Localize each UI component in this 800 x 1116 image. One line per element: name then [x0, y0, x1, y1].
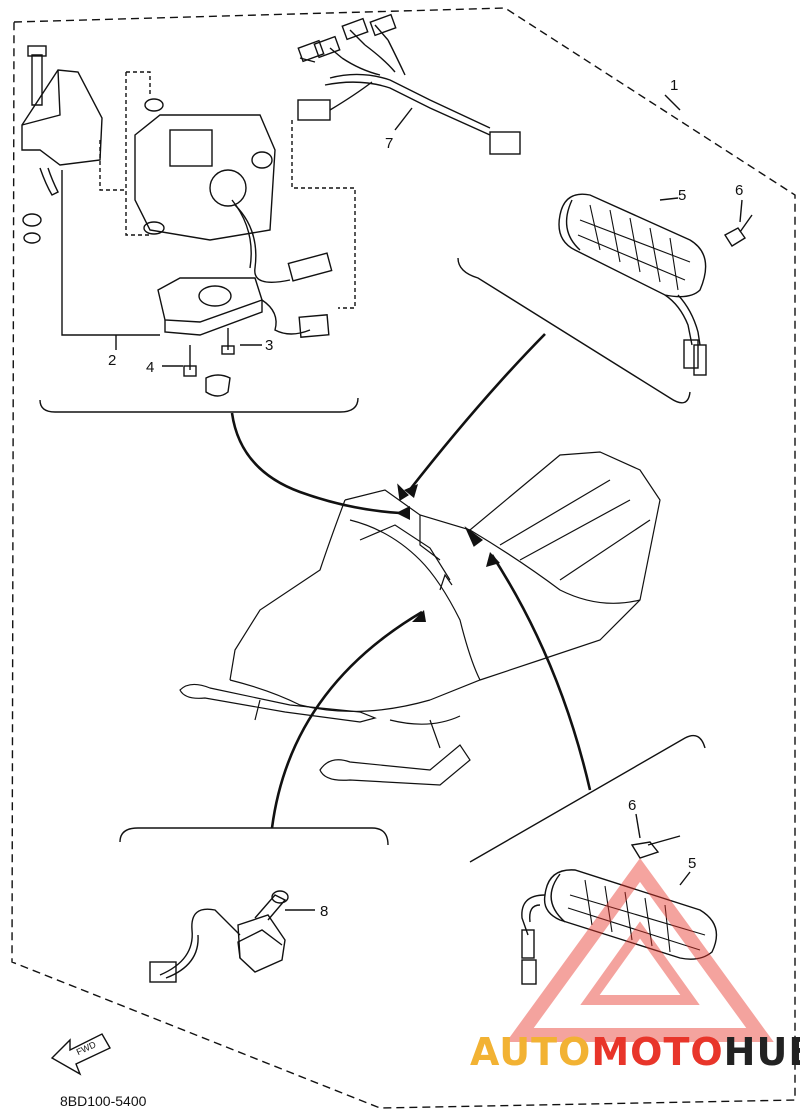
- callout-4: 4: [146, 359, 154, 376]
- heated-grip-left: [521, 869, 718, 985]
- fwd-label: FWD: [75, 1039, 98, 1057]
- top-right-bracket: [457, 257, 691, 404]
- watermark-auto: AUTO: [470, 1030, 592, 1074]
- kit-boundary: [11, 7, 796, 1109]
- callout-8: 8: [320, 903, 328, 920]
- callout-6-bottom: 6: [628, 797, 636, 814]
- callout-1: 1: [670, 77, 678, 94]
- snowmobile: [179, 451, 661, 786]
- watermark-moto: MOTO: [591, 1030, 724, 1074]
- watermark-logo: [506, 858, 774, 1042]
- bottom-left-bracket: [119, 827, 389, 846]
- fwd-arrow-icon: [50, 1033, 111, 1076]
- callout-3: 3: [265, 337, 273, 354]
- screw-bottom: [630, 835, 681, 859]
- wire-harness: [297, 13, 521, 155]
- part-code: 8BD100-5400: [60, 1093, 147, 1109]
- toggle-switch: [149, 890, 289, 983]
- watermark-hub: HUB: [723, 1030, 800, 1074]
- top-left-bracket: [39, 397, 359, 413]
- callout-6-top: 6: [735, 182, 743, 199]
- bottom-right-bracket: [469, 734, 706, 863]
- control-box-assembly: [21, 45, 356, 397]
- heated-grip-right: [558, 193, 707, 376]
- callout-5-top: 5: [678, 187, 686, 204]
- callout-2: 2: [108, 352, 116, 369]
- callout-7: 7: [385, 135, 393, 152]
- screw-top: [724, 214, 753, 247]
- callout-5-bottom: 5: [688, 855, 696, 872]
- watermark-text: AUTOMOTOHUB: [470, 1030, 800, 1074]
